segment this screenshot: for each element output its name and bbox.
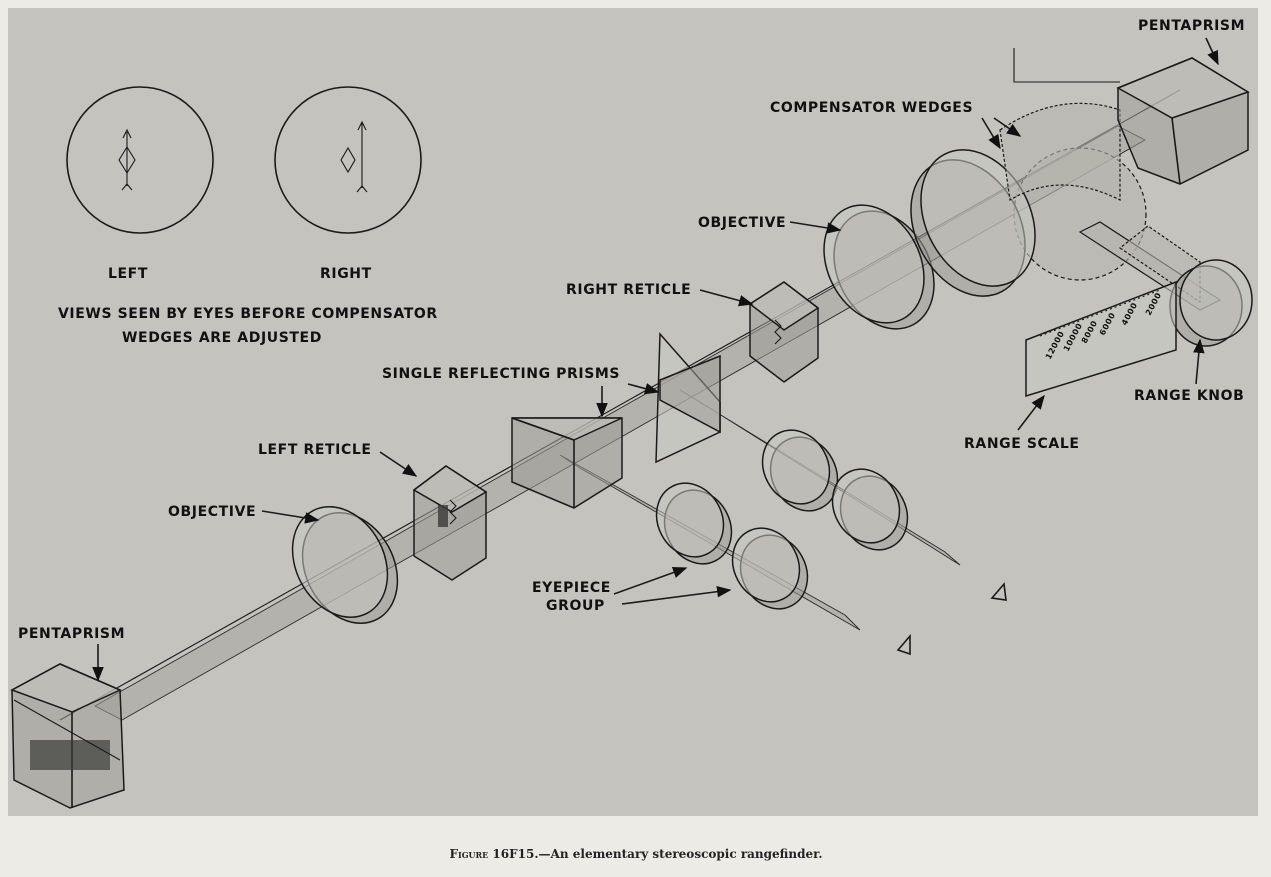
pentaprism-top [1013, 48, 1250, 185]
right-view-reticle-icon [340, 120, 368, 193]
figure-caption: Figure 16F15.—An elementary stereoscopic… [449, 847, 822, 861]
range-knob [1169, 259, 1253, 347]
left-view-label: LEFT [108, 266, 148, 282]
views-panel: LEFT RIGHT VIEWS SEEN BY EYES BEFORE COM… [58, 86, 438, 346]
right-view-label: RIGHT [320, 266, 372, 282]
reflecting-prism-left [511, 417, 623, 509]
range-scale: 12000 10000 8000 6000 4000 2000 [1025, 280, 1177, 398]
eyepiece-group-left [655, 482, 809, 610]
views-description-line1: VIEWS SEEN BY EYES BEFORE COMPENSATOR [58, 306, 438, 322]
objective-lens-left [291, 506, 399, 624]
reflecting-prism-right [655, 332, 721, 464]
label-range-scale: RANGE SCALE [964, 436, 1080, 452]
label-compensator-wedges: COMPENSATOR WEDGES [770, 100, 973, 116]
label-single-reflecting-prisms: SINGLE REFLECTING PRISMS [382, 366, 620, 382]
label-eyepiece-line2: GROUP [546, 598, 605, 614]
label-range-knob: RANGE KNOB [1134, 388, 1244, 404]
views-description-line2: WEDGES ARE ADJUSTED [122, 330, 322, 346]
caption-prefix: Figure 16F15. [449, 847, 538, 861]
eyepiece-group-right [761, 429, 909, 551]
left-reticle [412, 465, 488, 581]
label-pentaprism-top: PENTAPRISM [1138, 18, 1245, 34]
label-objective-right: OBJECTIVE [698, 215, 786, 231]
left-eye-icon [896, 633, 911, 656]
range-mechanism: 12000 10000 8000 6000 4000 2000 [1025, 221, 1253, 398]
label-left-reticle: LEFT RETICLE [258, 442, 372, 458]
right-view-circle [274, 86, 422, 234]
right-reticle [748, 281, 820, 383]
pentaprism-bottom [10, 663, 125, 809]
optical-train: 12000 10000 8000 6000 4000 2000 [10, 48, 1253, 809]
left-view-circle [66, 86, 214, 234]
left-view-reticle-icon [118, 128, 136, 191]
right-eye-icon [990, 582, 1007, 601]
label-eyepiece-line1: EYEPIECE [532, 580, 611, 596]
label-objective-left: OBJECTIVE [168, 504, 256, 520]
label-pentaprism-bottom: PENTAPRISM [18, 626, 125, 642]
objective-lens-right [823, 204, 935, 330]
caption-text: —An elementary stereoscopic rangefinder. [539, 847, 823, 861]
label-right-reticle: RIGHT RETICLE [566, 282, 691, 298]
callouts: PENTAPRISM COMPENSATOR WEDGES OBJECTIVE … [18, 18, 1245, 682]
